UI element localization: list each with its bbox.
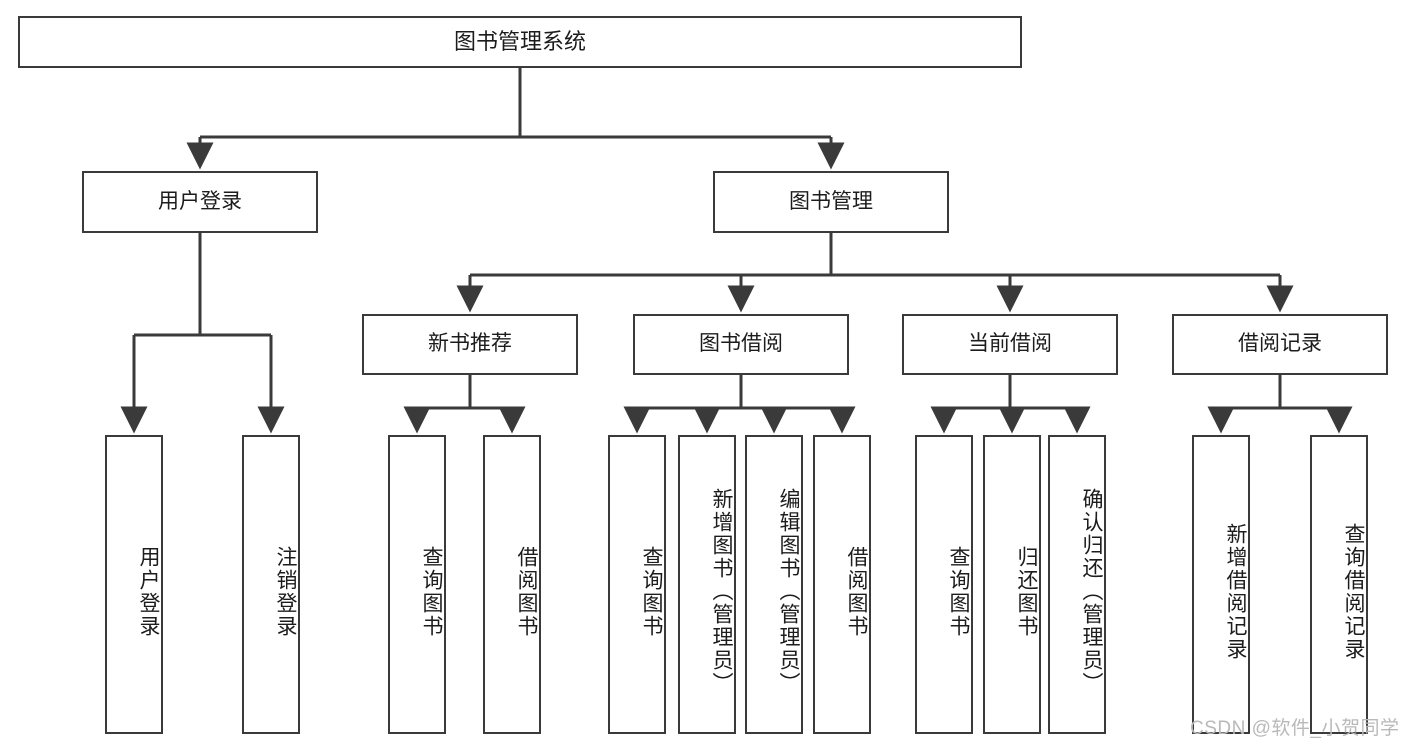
node-current-borrow[interactable]: 当前借阅 [902, 314, 1118, 375]
node-new-book-recommend-label: 新书推荐 [428, 332, 512, 356]
node-book-borrow[interactable]: 图书借阅 [633, 314, 849, 375]
node-leaf-query-book-recommend[interactable]: 查询图书 [388, 435, 446, 734]
node-leaf-user-logout[interactable]: 注销登录 [242, 435, 300, 734]
node-borrow-record-label: 借阅记录 [1238, 332, 1322, 356]
node-leaf-confirm-return-admin-label: 确认归还（管理员） [1080, 488, 1103, 695]
node-leaf-user-logout-label: 注销登录 [274, 545, 297, 638]
node-root[interactable]: 图书管理系统 [18, 16, 1022, 68]
node-leaf-user-login-label: 用户登录 [137, 545, 160, 638]
node-leaf-query-book-current[interactable]: 查询图书 [915, 435, 973, 734]
node-leaf-add-borrow-record-label: 新增借阅记录 [1224, 522, 1247, 661]
node-leaf-edit-book-admin-label: 编辑图书（管理员） [777, 488, 800, 695]
csdn-watermark: CSDN @软件_小贺同学 [1190, 718, 1400, 739]
node-leaf-user-login[interactable]: 用户登录 [105, 435, 163, 734]
node-leaf-query-book-current-label: 查询图书 [947, 545, 970, 638]
node-book-management[interactable]: 图书管理 [713, 171, 949, 233]
node-leaf-query-book-recommend-label: 查询图书 [420, 545, 443, 638]
node-leaf-query-borrow-record[interactable]: 查询借阅记录 [1310, 435, 1368, 734]
node-user-login[interactable]: 用户登录 [82, 171, 318, 233]
node-leaf-query-borrow-record-label: 查询借阅记录 [1342, 522, 1365, 661]
node-leaf-return-book[interactable]: 归还图书 [983, 435, 1041, 734]
node-user-login-label: 用户登录 [158, 189, 242, 213]
node-current-borrow-label: 当前借阅 [968, 332, 1052, 356]
node-leaf-add-book-admin-label: 新增图书（管理员） [710, 488, 733, 695]
node-leaf-borrow-book[interactable]: 借阅图书 [813, 435, 871, 734]
node-leaf-add-book-admin[interactable]: 新增图书（管理员） [678, 435, 736, 734]
node-leaf-borrow-book-recommend[interactable]: 借阅图书 [483, 435, 541, 734]
node-root-label: 图书管理系统 [453, 28, 586, 54]
node-book-management-label: 图书管理 [789, 189, 873, 213]
node-leaf-add-borrow-record[interactable]: 新增借阅记录 [1192, 435, 1250, 734]
node-leaf-query-book-borrow-label: 查询图书 [640, 545, 663, 638]
node-leaf-return-book-label: 归还图书 [1015, 545, 1038, 638]
node-borrow-record[interactable]: 借阅记录 [1172, 314, 1388, 375]
node-leaf-query-book-borrow[interactable]: 查询图书 [608, 435, 666, 734]
node-leaf-borrow-book-label: 借阅图书 [845, 545, 868, 638]
node-leaf-confirm-return-admin[interactable]: 确认归还（管理员） [1048, 435, 1106, 734]
node-leaf-borrow-book-recommend-label: 借阅图书 [515, 545, 538, 638]
node-leaf-edit-book-admin[interactable]: 编辑图书（管理员） [745, 435, 803, 734]
node-book-borrow-label: 图书借阅 [699, 332, 783, 356]
node-new-book-recommend[interactable]: 新书推荐 [362, 314, 578, 375]
